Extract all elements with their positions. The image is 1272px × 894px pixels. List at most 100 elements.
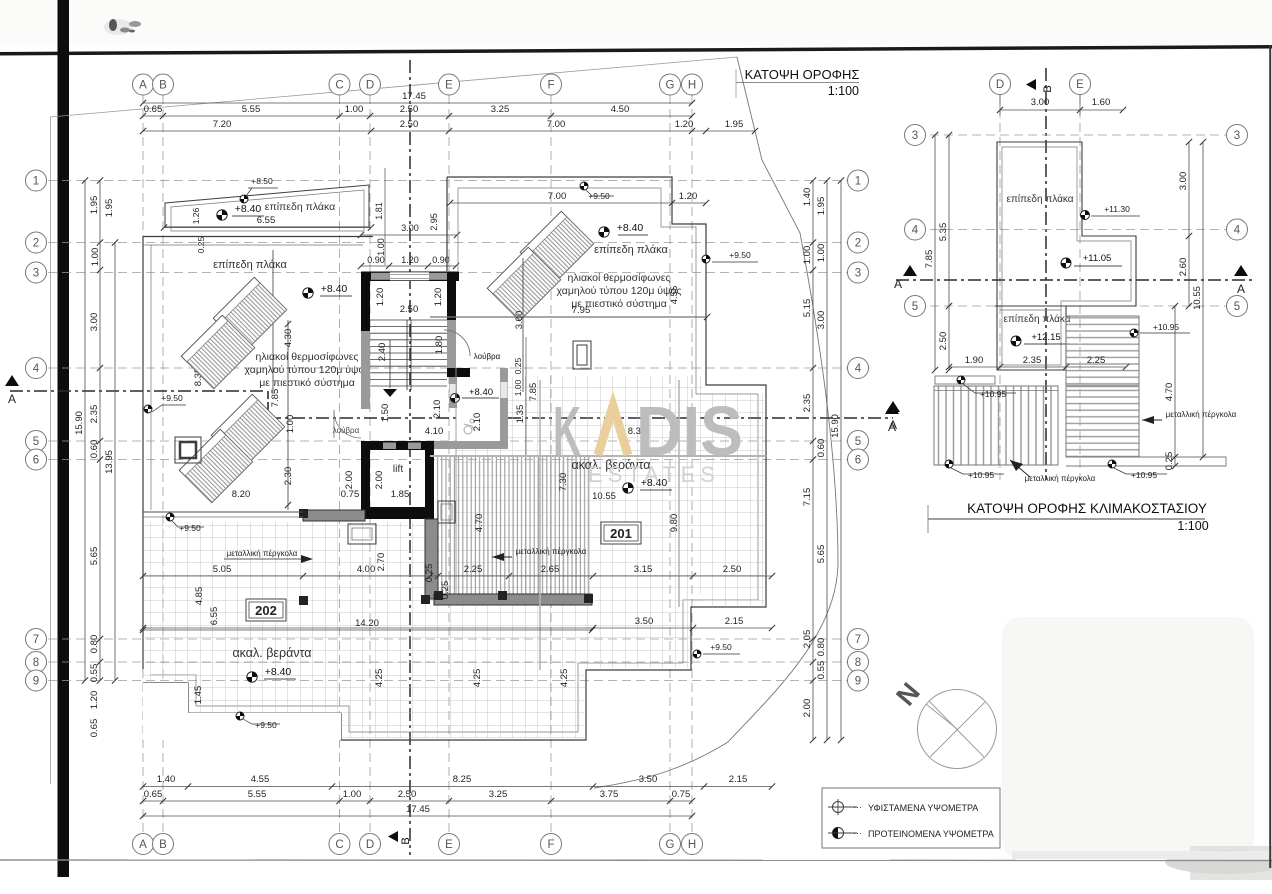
svg-text:C: C <box>335 839 343 851</box>
svg-text:8.35: 8.35 <box>193 368 204 387</box>
svg-text:7.85: 7.85 <box>924 250 935 269</box>
svg-text:0.25: 0.25 <box>1164 452 1175 471</box>
svg-text:2.95: 2.95 <box>429 213 439 231</box>
svg-text:2.70: 2.70 <box>376 553 387 572</box>
svg-text:D: D <box>996 79 1004 91</box>
svg-text:2.35: 2.35 <box>89 405 100 424</box>
svg-text:4.25: 4.25 <box>559 669 570 688</box>
svg-text:3.00: 3.00 <box>401 223 419 233</box>
svg-text:1.20: 1.20 <box>401 255 419 265</box>
svg-text:1.20: 1.20 <box>433 288 444 307</box>
svg-text:4.55: 4.55 <box>669 286 680 305</box>
svg-text:3.00: 3.00 <box>816 311 827 330</box>
svg-text:F: F <box>547 839 554 851</box>
svg-text:+8.40: +8.40 <box>235 203 262 215</box>
svg-text:4: 4 <box>912 225 919 237</box>
svg-text:0.65: 0.65 <box>144 789 163 800</box>
svg-text:G: G <box>666 80 675 92</box>
svg-text:1.35: 1.35 <box>515 405 526 424</box>
svg-text:1.00: 1.00 <box>90 248 101 267</box>
svg-text:1.45: 1.45 <box>193 686 204 705</box>
svg-text:A: A <box>139 80 147 92</box>
svg-text:6.55: 6.55 <box>257 215 276 226</box>
svg-text:1.85: 1.85 <box>391 489 410 500</box>
svg-text:1.20: 1.20 <box>675 119 694 130</box>
svg-text:E: E <box>1076 79 1084 91</box>
svg-text:ακαλ. βεράντα: ακαλ. βεράντα <box>232 646 311 660</box>
svg-text:2: 2 <box>855 238 861 250</box>
svg-text:2.10: 2.10 <box>472 413 483 432</box>
svg-text:A: A <box>894 277 902 291</box>
svg-text:5.65: 5.65 <box>89 547 100 566</box>
svg-text:10.55: 10.55 <box>592 491 616 502</box>
svg-text:0.65: 0.65 <box>89 719 100 738</box>
svg-text:1.50: 1.50 <box>380 404 391 423</box>
svg-text:A: A <box>888 420 896 434</box>
svg-text:3.00: 3.00 <box>89 313 100 332</box>
svg-text:9: 9 <box>855 676 861 688</box>
svg-text:3.25: 3.25 <box>489 789 508 800</box>
svg-text:17.45: 17.45 <box>402 91 426 102</box>
svg-text:λούβρα: λούβρα <box>474 352 501 361</box>
svg-text:DIS: DIS <box>636 392 743 470</box>
svg-text:+8.40: +8.40 <box>321 283 348 295</box>
svg-text:1.20: 1.20 <box>375 288 386 307</box>
svg-text:D: D <box>366 80 374 92</box>
svg-text:7.95: 7.95 <box>572 305 591 316</box>
svg-text:7.15: 7.15 <box>802 488 813 507</box>
svg-text:1:100: 1:100 <box>1177 519 1208 533</box>
svg-text:8: 8 <box>855 657 861 669</box>
svg-text:0.90: 0.90 <box>367 255 385 265</box>
svg-text:με πιεστικό σύστημα: με πιεστικό σύστημα <box>571 298 667 310</box>
svg-text:1.20: 1.20 <box>89 691 100 710</box>
svg-text:ΚΑΤΟΨΗ ΟΡΟΦΗΣ ΚΛΙΜΑΚΟΣΤΑΣΙΟΥ: ΚΑΤΟΨΗ ΟΡΟΦΗΣ ΚΛΙΜΑΚΟΣΤΑΣΙΟΥ <box>967 501 1207 516</box>
svg-text:0.75: 0.75 <box>672 789 691 800</box>
svg-text:E: E <box>445 80 453 92</box>
svg-text:1.00: 1.00 <box>513 379 523 396</box>
svg-text:επίπεδη πλάκα: επίπεδη πλάκα <box>265 201 335 213</box>
svg-text:1.00: 1.00 <box>816 244 827 263</box>
svg-text:+9.50: +9.50 <box>255 720 277 730</box>
svg-text:D: D <box>366 839 374 851</box>
svg-text:H: H <box>688 80 696 92</box>
svg-text:4.55: 4.55 <box>251 774 270 785</box>
svg-text:0.25: 0.25 <box>440 581 451 600</box>
svg-text:ΠΡΟΤΕΙΝΟΜΕΝΑ ΥΨΟΜΕΤΡΑ: ΠΡΟΤΕΙΝΟΜΕΝΑ ΥΨΟΜΕΤΡΑ <box>868 829 994 839</box>
svg-text:4.25: 4.25 <box>374 669 385 688</box>
svg-text:1.26: 1.26 <box>191 207 201 224</box>
svg-text:4: 4 <box>1234 225 1241 237</box>
svg-text:5: 5 <box>855 436 861 448</box>
svg-text:2.40: 2.40 <box>377 343 388 362</box>
svg-text:+8.40: +8.40 <box>469 387 493 398</box>
svg-text:0.80: 0.80 <box>89 635 100 654</box>
svg-text:5.15: 5.15 <box>802 299 813 318</box>
svg-text:8: 8 <box>33 657 39 669</box>
svg-text:με πιεστικό σύστημα: με πιεστικό σύστημα <box>259 377 355 389</box>
svg-text:202: 202 <box>255 603 277 618</box>
svg-text:5.35: 5.35 <box>938 223 949 242</box>
svg-text:4.70: 4.70 <box>1164 383 1175 402</box>
svg-text:2.30: 2.30 <box>283 467 294 486</box>
svg-text:1.20: 1.20 <box>679 191 698 202</box>
svg-text:2.50: 2.50 <box>400 304 419 315</box>
svg-text:+8.40: +8.40 <box>617 222 644 234</box>
svg-text:A: A <box>8 392 16 406</box>
svg-text:1.40: 1.40 <box>802 188 813 207</box>
svg-text:+9.50: +9.50 <box>710 642 732 652</box>
svg-text:B: B <box>159 839 167 851</box>
svg-text:1: 1 <box>33 176 39 188</box>
svg-text:μεταλλική πέργκολα: μεταλλική πέργκολα <box>227 549 298 558</box>
svg-text:3.00: 3.00 <box>514 311 525 330</box>
svg-text:3: 3 <box>855 268 861 280</box>
svg-text:3.00: 3.00 <box>1178 172 1189 191</box>
svg-text:4.85: 4.85 <box>194 587 205 606</box>
svg-text:5.65: 5.65 <box>816 545 827 564</box>
svg-text:0.75: 0.75 <box>341 489 360 500</box>
svg-text:H: H <box>688 839 696 851</box>
svg-text:2.35: 2.35 <box>1023 355 1042 366</box>
svg-text:B: B <box>1042 85 1054 92</box>
svg-text:+12.15: +12.15 <box>1031 332 1060 343</box>
svg-text:επίπεδη πλάκα: επίπεδη πλάκα <box>594 244 668 256</box>
svg-text:17.45: 17.45 <box>406 804 430 815</box>
svg-text:6: 6 <box>855 455 861 467</box>
